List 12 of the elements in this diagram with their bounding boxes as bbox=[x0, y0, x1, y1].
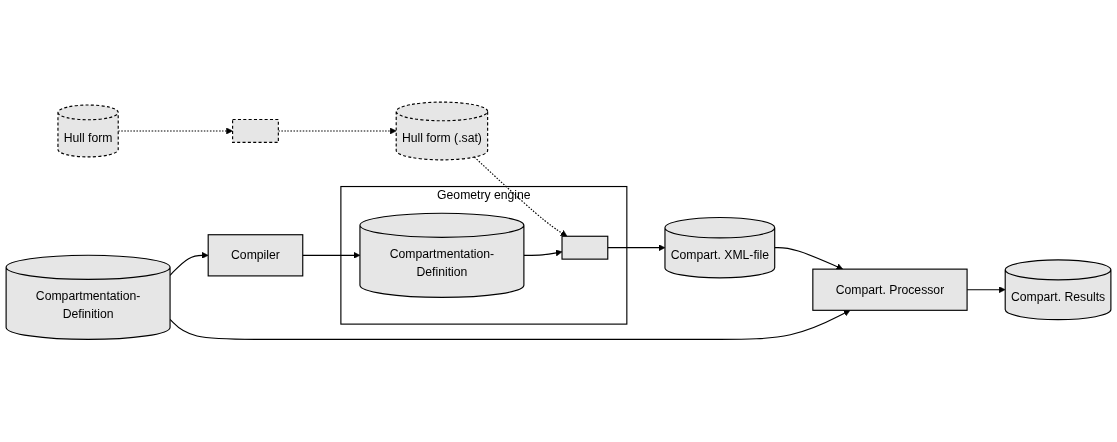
node-box: Compiler bbox=[207, 234, 304, 277]
arrow bbox=[774, 247, 844, 270]
arrow bbox=[473, 156, 568, 237]
arrow bbox=[169, 252, 209, 277]
arrow bbox=[607, 244, 666, 252]
node-box: Compart. Processor bbox=[812, 268, 968, 312]
arrow bbox=[117, 127, 233, 135]
arrow bbox=[523, 249, 563, 257]
arrow bbox=[302, 252, 361, 259]
node-box bbox=[232, 119, 279, 144]
arrow bbox=[169, 310, 851, 341]
node-box bbox=[561, 235, 609, 260]
